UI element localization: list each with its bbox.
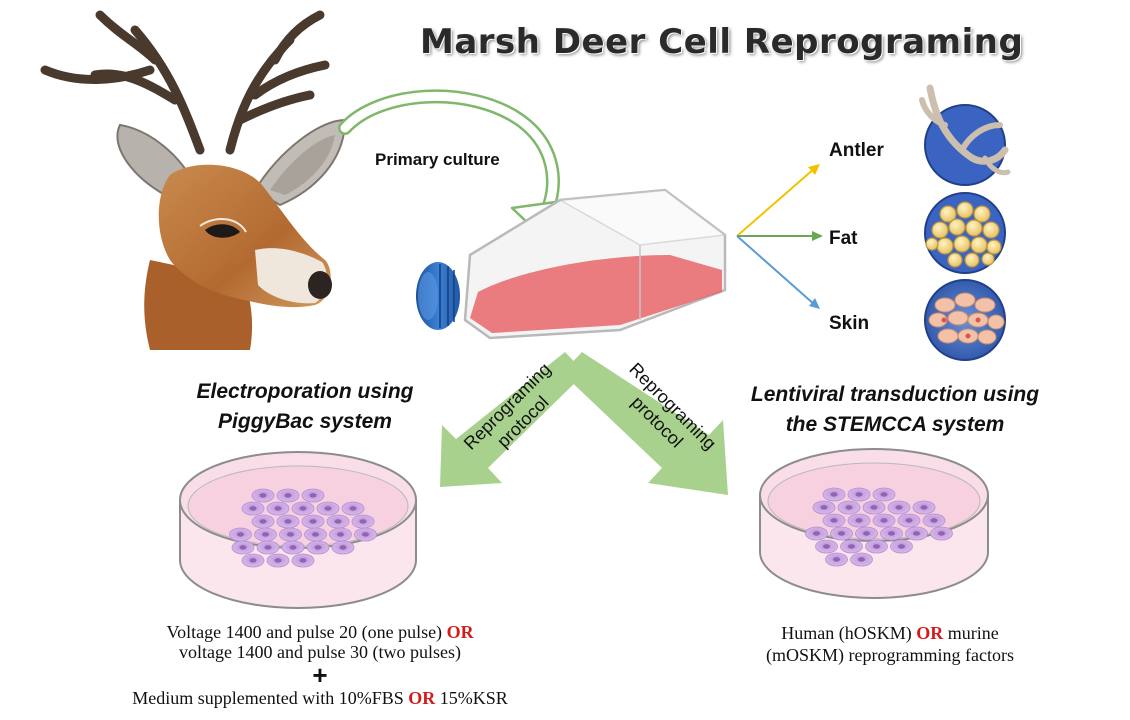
right-conditions: Human (hOSKM) OR murine (mOSKM) reprogra…	[700, 622, 1080, 666]
cell-nucleus	[249, 558, 257, 563]
cell-nucleus	[309, 493, 317, 498]
cell-nucleus	[259, 519, 267, 524]
cell-nucleus	[848, 544, 855, 549]
petri-dish-left	[179, 451, 417, 609]
fat-tissue-icon	[924, 192, 1006, 274]
cell-nucleus	[838, 531, 845, 536]
cell-nucleus	[938, 531, 945, 536]
cell-nucleus	[287, 532, 294, 537]
cell-nucleus	[880, 518, 888, 523]
or-highlight: OR	[446, 622, 474, 642]
right-method-line1: Lentiviral transduction using	[750, 383, 1040, 406]
tissue-arrows	[736, 164, 823, 309]
cell-nucleus	[262, 532, 269, 537]
cell-nucleus	[873, 544, 880, 549]
cell-nucleus	[830, 492, 838, 497]
cell-nucleus	[888, 531, 895, 536]
left-method-line2: PiggyBac system	[218, 410, 392, 433]
cell-nucleus	[309, 519, 317, 524]
left-cond-line2: voltage 1400 and pulse 30 (two pulses)	[179, 642, 461, 662]
cell-nucleus	[299, 558, 307, 563]
right-method-title: Lentiviral transduction using the STEMCC…	[735, 380, 1055, 440]
cell-nucleus	[284, 519, 292, 524]
left-method-line1: Electroporation using	[196, 380, 414, 403]
left-cond-line3: Medium supplemented with 10%FBS OR 15%KS…	[132, 688, 508, 708]
cell-nucleus	[337, 532, 344, 537]
primary-culture-label: Primary culture	[375, 150, 500, 169]
cell-nucleus	[898, 544, 905, 549]
cell-nucleus	[830, 518, 838, 523]
right-cond-line1: Human (hOSKM) OR murine	[781, 623, 999, 643]
cell-nucleus	[863, 531, 870, 536]
cell-nucleus	[895, 505, 903, 510]
cell-nucleus	[314, 545, 322, 550]
cell-nucleus	[855, 492, 863, 497]
cell-nucleus	[274, 506, 282, 511]
reprograming-arrows	[440, 352, 728, 495]
cell-nucleus	[880, 492, 888, 497]
cell-nucleus	[845, 505, 853, 510]
or-highlight: OR	[916, 623, 944, 643]
cell-nucleus	[858, 557, 865, 562]
cell-nucleus	[249, 506, 257, 511]
cell-nucleus	[284, 493, 292, 498]
cell-nucleus	[813, 531, 820, 536]
skin-tissue-icon	[924, 279, 1006, 361]
cell-nucleus	[823, 544, 830, 549]
cell-nucleus	[905, 518, 913, 523]
left-conditions: Voltage 1400 and pulse 20 (one pulse) OR…	[60, 622, 580, 708]
right-cond-line2: (mOSKM) reprogramming factors	[766, 645, 1014, 665]
cell-nucleus	[274, 558, 282, 563]
page-title: Marsh Deer Cell Reprograming	[420, 22, 1024, 62]
cell-nucleus	[324, 506, 332, 511]
or-highlight: OR	[408, 688, 436, 708]
culture-flask	[416, 188, 727, 340]
cell-nucleus	[359, 519, 367, 524]
cell-nucleus	[259, 493, 267, 498]
cell-nucleus	[312, 532, 319, 537]
cell-nucleus	[362, 532, 369, 537]
right-method-line2: the STEMCCA system	[785, 413, 1005, 436]
left-cond-line1: Voltage 1400 and pulse 20 (one pulse) OR	[166, 622, 474, 642]
left-method-title: Electroporation using PiggyBac system	[150, 377, 460, 437]
antler-icon	[919, 84, 1011, 186]
cell-nucleus	[930, 518, 938, 523]
cell-nucleus	[913, 531, 920, 536]
cell-nucleus	[239, 545, 247, 550]
cell-nucleus	[264, 545, 272, 550]
antler-label: Antler	[829, 140, 884, 161]
plus-sign: +	[312, 660, 328, 690]
cell-nucleus	[820, 505, 828, 510]
cell-nucleus	[920, 505, 928, 510]
cell-nucleus	[855, 518, 863, 523]
cell-nucleus	[339, 545, 347, 550]
cell-nucleus	[833, 557, 840, 562]
cell-nucleus	[289, 545, 297, 550]
cell-nucleus	[870, 505, 878, 510]
cell-nucleus	[334, 519, 342, 524]
deer-illustration	[40, 10, 347, 350]
petri-dish-right	[759, 448, 989, 599]
fat-label: Fat	[829, 228, 858, 249]
cell-nucleus	[349, 506, 357, 511]
skin-label: Skin	[829, 313, 870, 334]
cell-nucleus	[299, 506, 307, 511]
cell-nucleus	[237, 532, 244, 537]
